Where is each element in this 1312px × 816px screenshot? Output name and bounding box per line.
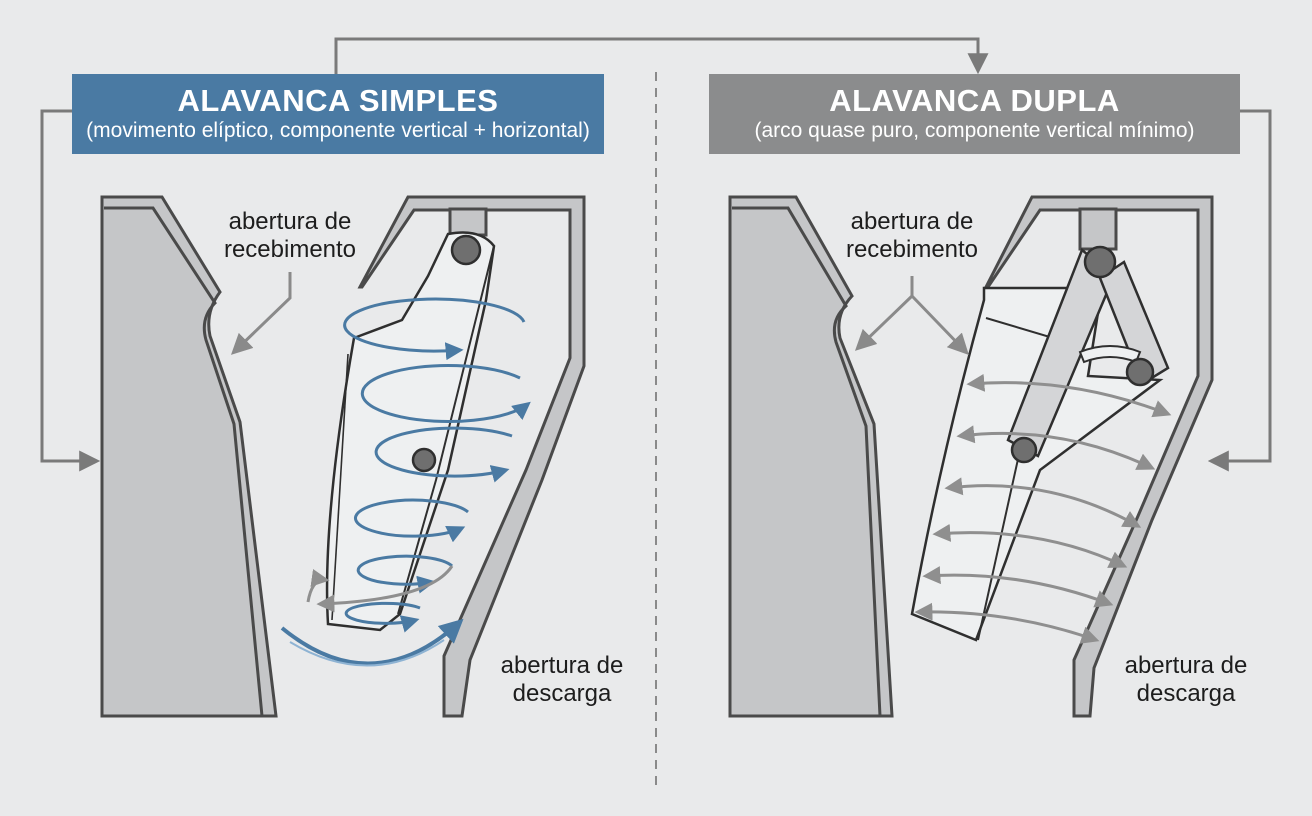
left-receiving-label-line2: recebimento [223,236,357,263]
right-title: ALAVANCA DUPLA [829,83,1120,118]
left-title-box: ALAVANCA SIMPLES (movimento elíptico, co… [72,74,604,154]
right-receiving-pointer [854,276,969,356]
right-receiving-label-line2: recebimento [845,236,979,263]
right-side-connector-arrow [1207,109,1272,472]
left-title: ALAVANCA SIMPLES [177,83,499,118]
left-discharge-label-line2: descarga [512,680,612,707]
left-gray-motion-arrows [306,565,454,613]
left-discharge-label-line1: abertura de [500,652,624,679]
right-title-box: ALAVANCA DUPLA (arco quase puro, compone… [709,74,1240,154]
left-receiving-label: abertura de recebimento [208,208,372,264]
right-receiving-label: abertura de recebimento [830,208,994,264]
left-subtitle: (movimento elíptico, componente vertical… [86,119,590,142]
right-receiving-label-line1: abertura de [850,208,974,235]
left-crusher [100,195,586,718]
left-receiving-pointer [230,272,292,355]
left-discharge-label: abertura de descarga [480,652,644,708]
right-subtitle: (arco quase puro, componente vertical mí… [754,119,1195,142]
left-fixed-jaw [100,195,278,718]
top-connector-arrow [334,37,989,75]
right-pitman-rod [1078,207,1118,251]
left-elliptic-motion-arrows [280,297,531,667]
right-toggle-pivot [1125,357,1155,387]
right-crusher [728,195,1214,718]
left-lower-pivot [411,447,437,473]
right-discharge-label-line1: abertura de [1124,652,1248,679]
right-arc-motion-arrows [914,373,1172,644]
right-top-pivot [1083,245,1117,279]
left-receiving-label-line1: abertura de [228,208,352,235]
right-discharge-label: abertura de descarga [1104,652,1268,708]
right-lower-pivot [1010,436,1038,464]
right-discharge-label-line2: descarga [1136,680,1236,707]
left-top-pivot [450,234,482,266]
right-fixed-jaw [728,195,894,718]
left-side-connector-arrow [40,109,101,472]
left-pitman-rod [448,207,488,237]
